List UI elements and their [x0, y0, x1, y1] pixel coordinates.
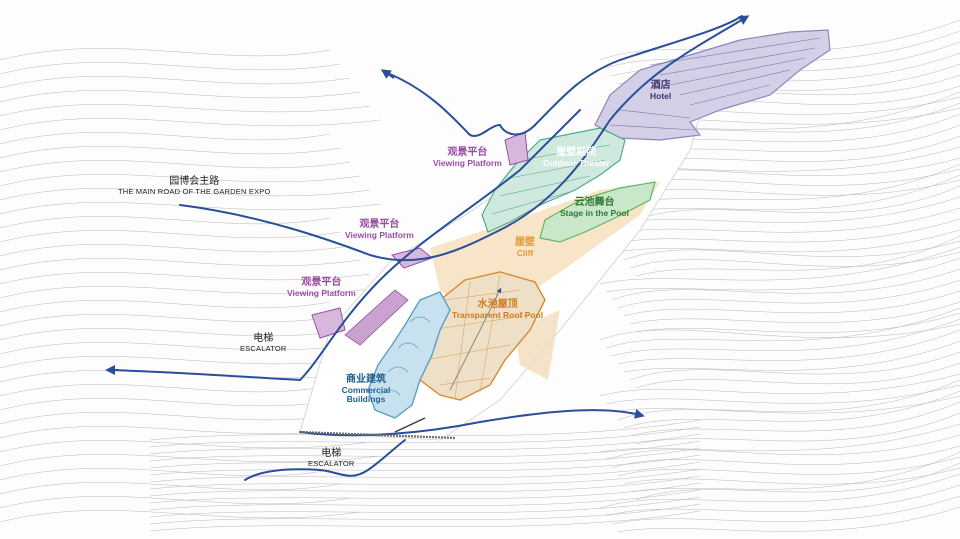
viewing-platform-3-label-zh: 观景平台: [301, 277, 342, 288]
commercial-label-zh: 商业建筑: [346, 374, 386, 385]
commercial-label: 商业建筑 Commercial Buildings: [336, 374, 396, 405]
northwest-route: [384, 15, 743, 137]
main-road-label-en: THE MAIN ROAD OF THE GARDEN EXPO: [118, 186, 271, 196]
stage-pool-label-zh: 云池舞台: [574, 197, 615, 208]
cliff-label-zh: 崖壁: [515, 237, 535, 248]
main-road-label: 园博会主路 THE MAIN ROAD OF THE GARDEN EXPO: [118, 176, 271, 196]
escalator-lower-route: [244, 439, 406, 481]
escalator-2-label: 电梯 ESCALATOR: [308, 448, 355, 468]
viewing-platform-3-walkway: [344, 289, 409, 346]
escalator-2-label-en: ESCALATOR: [308, 458, 355, 468]
viewing-platform-2-label-en: Viewing Platform: [345, 229, 414, 240]
viewing-platform-1-label-en: Viewing Platform: [433, 157, 502, 168]
outdoor-theater-label-en: Outdoor Theater: [543, 157, 610, 168]
northwest-route-arrow: [380, 69, 395, 79]
stage-pool-label: 云池舞台 Stage in the Pool: [560, 197, 629, 218]
roof-pool-label-zh: 水池屋顶: [477, 299, 518, 310]
cliff-label: 崖壁 Cliff: [515, 237, 535, 258]
viewing-platform-1-label: 观景平台 Viewing Platform: [433, 147, 502, 168]
roof-pool-label-en: Transparent Roof Pool: [452, 309, 544, 320]
main-road-route: [179, 15, 750, 262]
roof-pool-arrow: [449, 287, 502, 391]
commercial-label-en: Commercial Buildings: [341, 384, 391, 405]
main-road-label-zh: 园博会主路: [169, 176, 220, 187]
viewing-platform-2-label-zh: 观景平台: [359, 219, 400, 230]
escalator-1-label: 电梯 ESCALATOR: [240, 333, 287, 353]
commercial-zone: [367, 291, 451, 419]
hotel-zone: [594, 29, 831, 141]
escalator-1-label-en: ESCALATOR: [240, 343, 287, 353]
hotel-label-zh: 酒店: [650, 80, 671, 91]
commercial-cells: [379, 316, 431, 396]
theater-terrace-lines: [491, 144, 611, 215]
roof-pool-label: 水池屋顶 Transparent Roof Pool: [452, 299, 543, 320]
escalator-bridge-upper: [394, 417, 426, 433]
escalator-1-label-zh: 电梯: [253, 333, 274, 344]
stage-pool-label-en: Stage in the Pool: [560, 207, 629, 218]
stage-pool-zone: [539, 181, 656, 243]
outdoor-theater-label: 崖壁剧院 Outdoor Theater: [543, 147, 610, 168]
roof-pool-grid: [424, 274, 531, 399]
cliff-label-en: Cliff: [516, 247, 534, 258]
viewing-platform-3-label-en: Viewing Platform: [287, 287, 356, 298]
escalator-route: [109, 109, 581, 382]
hotel-label: 酒店 Hotel: [650, 80, 671, 101]
hotel-structure-lines: [609, 37, 821, 131]
hotel-label-en: Hotel: [650, 90, 672, 101]
escalator-2-label-zh: 电梯: [321, 448, 342, 459]
outdoor-theater-label-zh: 崖壁剧院: [556, 147, 597, 158]
escalator-bridge-lower: [299, 430, 456, 440]
viewing-platform-1-label-zh: 观景平台: [447, 147, 488, 158]
viewing-platform-2-label: 观景平台 Viewing Platform: [345, 219, 414, 240]
viewing-platform-1: [504, 131, 529, 166]
viewing-platform-3-label: 观景平台 Viewing Platform: [287, 277, 356, 298]
